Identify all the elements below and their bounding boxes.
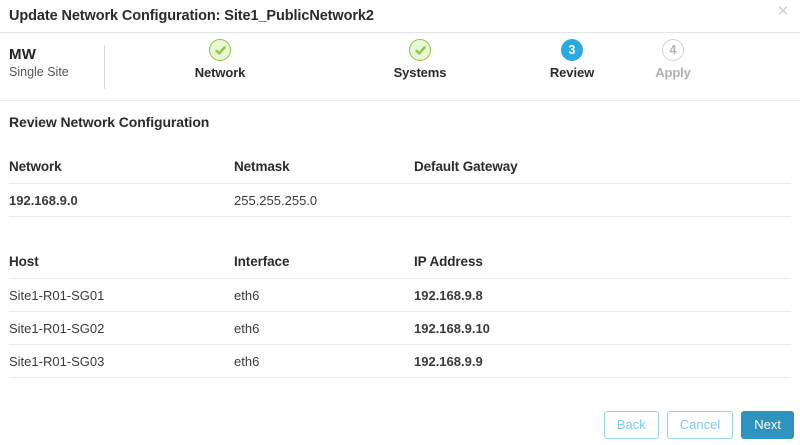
table-row: Site1-R01-SG03 eth6 192.168.9.9 [9, 344, 791, 378]
cancel-button[interactable]: Cancel [666, 411, 734, 439]
cell-interface: eth6 [234, 344, 414, 378]
site-info: MW Single Site [9, 45, 105, 89]
column-header-ip-address: IP Address [414, 254, 483, 269]
step-review[interactable]: 3 Review [512, 39, 632, 80]
page-title: Review Network Configuration [9, 114, 210, 130]
step-label-network: Network [194, 65, 246, 80]
dialog-content: Review Network Configuration Network Net… [0, 101, 800, 378]
column-header-default-gateway: Default Gateway [414, 159, 518, 174]
cell-default-gateway [414, 183, 791, 217]
cell-ip-address[interactable]: 192.168.9.10 [414, 311, 791, 345]
dialog-title: Update Network Configuration: Site1_Publ… [9, 8, 374, 24]
check-icon [209, 39, 231, 61]
step-label-review: Review [549, 65, 595, 80]
cell-host: Site1-R01-SG01 [9, 278, 234, 312]
cell-interface: eth6 [234, 311, 414, 345]
dialog-footer: Back Cancel Next [603, 411, 794, 439]
step-label-apply: Apply [655, 65, 691, 80]
step-network[interactable]: Network [160, 39, 280, 80]
wizard-stepper: MW Single Site Network Systems [0, 33, 800, 101]
table-header-row: Network Netmask Default Gateway [9, 159, 791, 184]
cell-netmask: 255.255.255.0 [234, 183, 414, 217]
column-header-host: Host [9, 254, 39, 269]
table-row: Site1-R01-SG02 eth6 192.168.9.10 [9, 311, 791, 345]
site-subtitle: Single Site [9, 65, 69, 79]
column-header-netmask: Netmask [234, 159, 290, 174]
step-list: Network Systems 3 Review 4 Apply [120, 39, 800, 101]
cell-ip-address[interactable]: 192.168.9.9 [414, 344, 791, 378]
cell-host: Site1-R01-SG03 [9, 344, 234, 378]
dialog-titlebar: Update Network Configuration: Site1_Publ… [0, 0, 800, 33]
close-icon[interactable]: ✕ [776, 3, 790, 20]
back-button[interactable]: Back [603, 411, 659, 439]
step-label-systems: Systems [393, 65, 447, 80]
cell-interface: eth6 [234, 278, 414, 312]
step-number-badge: 4 [662, 39, 684, 61]
step-apply[interactable]: 4 Apply [613, 39, 733, 80]
column-header-network: Network [9, 159, 62, 174]
table-row: Site1-R01-SG01 eth6 192.168.9.8 [9, 278, 791, 312]
check-icon [409, 39, 431, 61]
table-row: 192.168.9.0 255.255.255.0 [9, 183, 791, 217]
next-button[interactable]: Next [741, 411, 794, 439]
network-table: Network Netmask Default Gateway 192.168.… [9, 159, 791, 217]
site-name: MW [9, 46, 37, 63]
host-table: Host Interface IP Address Site1-R01-SG01… [9, 254, 791, 378]
column-header-interface: Interface [234, 254, 290, 269]
step-number-badge: 3 [561, 39, 583, 61]
table-header-row: Host Interface IP Address [9, 254, 791, 279]
cell-network[interactable]: 192.168.9.0 [9, 183, 234, 217]
cell-ip-address[interactable]: 192.168.9.8 [414, 278, 791, 312]
cell-host: Site1-R01-SG02 [9, 311, 234, 345]
step-systems[interactable]: Systems [360, 39, 480, 80]
